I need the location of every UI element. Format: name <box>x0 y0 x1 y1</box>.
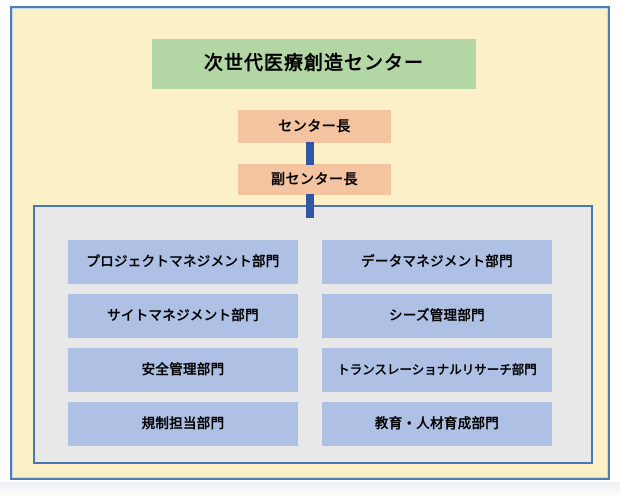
department-box-safety-management: 安全管理部門 <box>68 348 298 392</box>
department-box-project-management: プロジェクトマネジメント部門 <box>68 240 298 284</box>
connector-director-to-deputy <box>306 142 314 165</box>
department-box-education-hr-development: 教育・人材育成部門 <box>322 402 552 446</box>
page-background-strip <box>0 482 620 496</box>
org-box-center-title: 次世代医療創造センター <box>152 39 476 89</box>
org-box-center-director: センター長 <box>238 110 391 143</box>
department-box-seeds-management: シーズ管理部門 <box>322 294 552 338</box>
department-box-data-management: データマネジメント部門 <box>322 240 552 284</box>
department-box-regulatory-affairs: 規制担当部門 <box>68 402 298 446</box>
department-box-site-management: サイトマネジメント部門 <box>68 294 298 338</box>
org-box-deputy-director: 副センター長 <box>238 164 391 195</box>
department-box-translational-research: トランスレーショナルリサーチ部門 <box>322 348 552 392</box>
connector-deputy-to-departments <box>306 194 314 218</box>
